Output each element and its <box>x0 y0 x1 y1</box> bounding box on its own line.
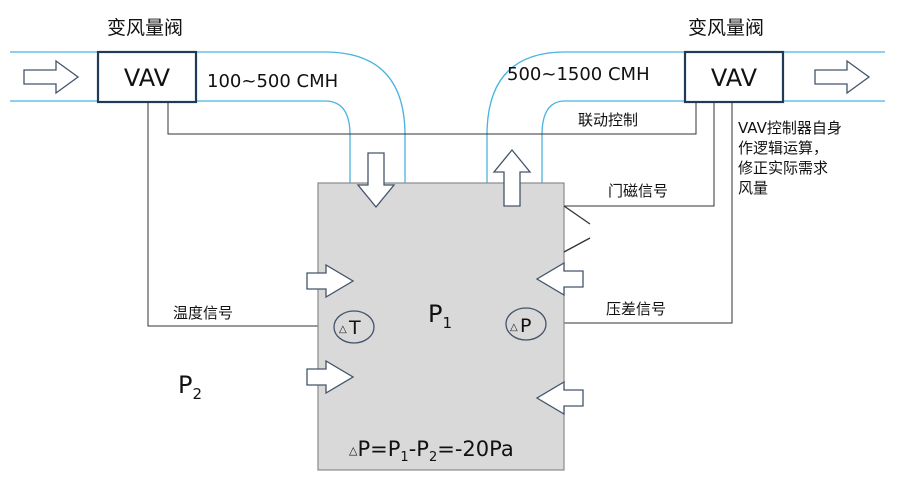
pressure-sensor-letter: P <box>520 315 531 337</box>
controller-note: VAV控制器自身 作逻辑运算， 修正实际需求 风量 <box>738 119 842 197</box>
temperature-signal-label: 温度信号 <box>173 304 233 322</box>
inlet-arrow-icon <box>23 59 80 95</box>
pressure-sensor-delta: △ <box>510 322 518 333</box>
pressure-formula: △P=P1-P2=-20Pa <box>349 437 514 465</box>
outside-pressure-base: P <box>178 371 192 399</box>
controller-note-line-2: 作逻辑运算， <box>738 139 828 157</box>
linkage-control-label: 联动控制 <box>578 111 638 129</box>
right-vav-box: VAV <box>683 50 785 104</box>
right-valve-title: 变风量阀 <box>688 17 764 39</box>
exhaust-arrow-up-icon <box>492 148 532 207</box>
controller-note-line-4: 风量 <box>738 179 768 197</box>
exfiltration-arrow-right-lower-icon <box>535 380 584 416</box>
supply-arrow-down-icon <box>356 152 396 209</box>
formula-sub1: 1 <box>400 450 408 465</box>
room-pressure-base: P <box>428 300 442 328</box>
outside-pressure-label: P2 <box>178 371 202 403</box>
room-pressure-label: P1 <box>428 300 452 332</box>
outlet-arrow-icon <box>814 59 871 95</box>
room-pressure-sub: 1 <box>442 314 452 332</box>
left-vav-label: VAV <box>124 64 171 92</box>
left-vav-box: VAV <box>96 50 198 104</box>
pressure-diff-signal-label: 压差信号 <box>606 300 666 318</box>
right-airflow-range: 500~1500 CMH <box>507 64 650 85</box>
formula-sub2: 2 <box>429 450 437 465</box>
infiltration-arrow-left-upper-icon <box>306 263 355 299</box>
door-signal-label: 门磁信号 <box>608 182 668 200</box>
temperature-sensor: △ T <box>333 310 375 344</box>
formula-part3: =-20Pa <box>437 437 513 461</box>
right-vav-label: VAV <box>711 64 758 92</box>
left-airflow-range: 100~500 CMH <box>207 71 338 92</box>
formula-part2: -P <box>409 437 429 461</box>
left-valve-title: 变风量阀 <box>107 17 183 39</box>
exfiltration-arrow-right-upper-icon <box>535 261 584 297</box>
room-door <box>563 205 591 253</box>
signal-wires <box>147 102 733 327</box>
controller-note-line-3: 修正实际需求 <box>738 159 828 177</box>
outside-pressure-sub: 2 <box>192 385 202 403</box>
pressure-sensor: △ P <box>505 307 547 341</box>
temperature-sensor-delta: △ <box>339 324 347 335</box>
infiltration-arrow-left-lower-icon <box>306 359 355 395</box>
formula-delta: △ <box>349 444 358 457</box>
controller-note-line-1: VAV控制器自身 <box>738 119 842 137</box>
formula-part1: P=P <box>357 437 400 461</box>
temperature-sensor-letter: T <box>348 317 361 339</box>
